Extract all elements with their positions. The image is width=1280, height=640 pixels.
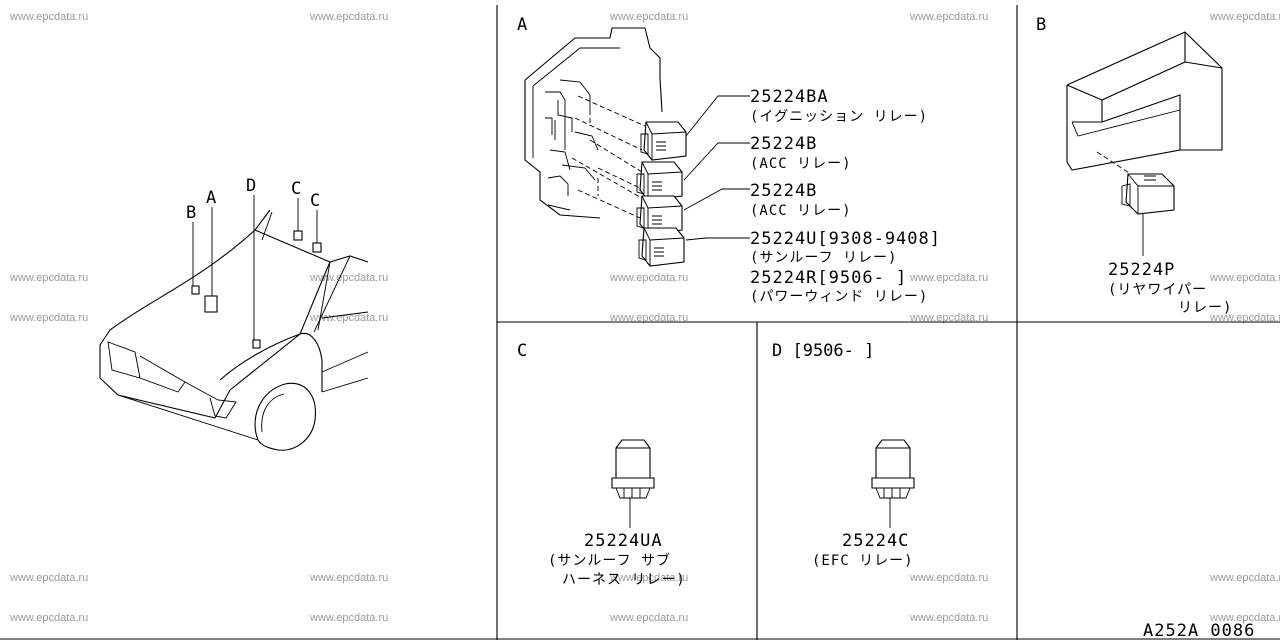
watermark: www.epcdata.ru [10, 572, 89, 584]
relay-bracket-illustration [524, 27, 663, 219]
section-a-label: A [517, 15, 527, 35]
part-number-a4: 25224U[9308-9408] [750, 229, 941, 249]
part-number-b: 25224P [1108, 260, 1175, 280]
watermark: www.epcdata.ru [10, 11, 89, 23]
relay-c [611, 439, 655, 499]
watermark: www.epcdata.ru [610, 272, 689, 284]
watermark: www.epcdata.ru [10, 612, 89, 624]
watermark: www.epcdata.ru [910, 612, 989, 624]
part-number-a1: 25224BA [750, 87, 829, 107]
watermark: www.epcdata.ru [310, 272, 389, 284]
part-number-a3: 25224B [750, 181, 817, 201]
watermark: www.epcdata.ru [910, 572, 989, 584]
section-c-label: C [517, 341, 527, 361]
watermark: www.epcdata.ru [1210, 312, 1280, 324]
callout-label-c2: C [310, 191, 320, 211]
section-b-label: B [1036, 15, 1046, 35]
part-name-a5: (パワーウィンド リレー) [750, 289, 928, 305]
relay-b [1121, 173, 1175, 215]
watermark: www.epcdata.ru [310, 612, 389, 624]
watermark: www.epcdata.ru [310, 572, 389, 584]
part-name-c-line2: ハーネス リレー) [562, 572, 686, 588]
watermark: www.epcdata.ru [10, 312, 89, 324]
watermark: www.epcdata.ru [910, 312, 989, 324]
part-number-d: 25224C [842, 531, 909, 551]
watermark: www.epcdata.ru [610, 612, 689, 624]
watermark: www.epcdata.ru [610, 572, 689, 584]
relay-stack-a [636, 121, 687, 267]
car-overview-illustration [99, 195, 369, 451]
watermark: www.epcdata.ru [1210, 272, 1280, 284]
callout-label-d: D [246, 176, 256, 196]
watermark: www.epcdata.ru [310, 11, 389, 23]
rear-panel-illustration [1066, 31, 1223, 181]
part-number-a5: 25224R[9506- ] [750, 268, 907, 288]
section-d-label: D [9506- ] [772, 341, 874, 361]
part-name-a1: (イグニッション リレー) [750, 109, 928, 125]
watermark: www.epcdata.ru [310, 312, 389, 324]
watermark: www.epcdata.ru [10, 272, 89, 284]
callout-label-b: B [186, 203, 196, 223]
watermark: www.epcdata.ru [610, 11, 689, 23]
callout-label-a: A [206, 188, 216, 208]
watermark: www.epcdata.ru [910, 11, 989, 23]
watermark: www.epcdata.ru [910, 272, 989, 284]
part-name-b-line1: (リヤワイパー [1108, 282, 1207, 298]
part-name-c-line1: (サンルーフ サブ [548, 552, 671, 569]
part-name-a3: (ACC リレー) [750, 203, 852, 219]
watermark: www.epcdata.ru [1210, 572, 1280, 584]
callout-label-c1: C [291, 179, 301, 199]
watermark: www.epcdata.ru [1210, 11, 1280, 23]
panel-borders [0, 5, 1280, 640]
part-name-d: (EFC リレー) [812, 553, 914, 569]
diagram-code: A252A 0086 [1143, 621, 1255, 640]
part-name-a4: (サンルーフ リレー) [750, 250, 897, 266]
part-name-b-line2: リレー) [1178, 300, 1232, 316]
part-number-a2: 25224B [750, 134, 817, 154]
part-number-c: 25224UA [584, 531, 663, 551]
part-name-a2: (ACC リレー) [750, 156, 852, 172]
relay-d [871, 439, 915, 499]
leader-lines-a [683, 95, 750, 241]
watermark: www.epcdata.ru [610, 312, 689, 324]
watermark: www.epcdata.ru [1210, 612, 1280, 624]
